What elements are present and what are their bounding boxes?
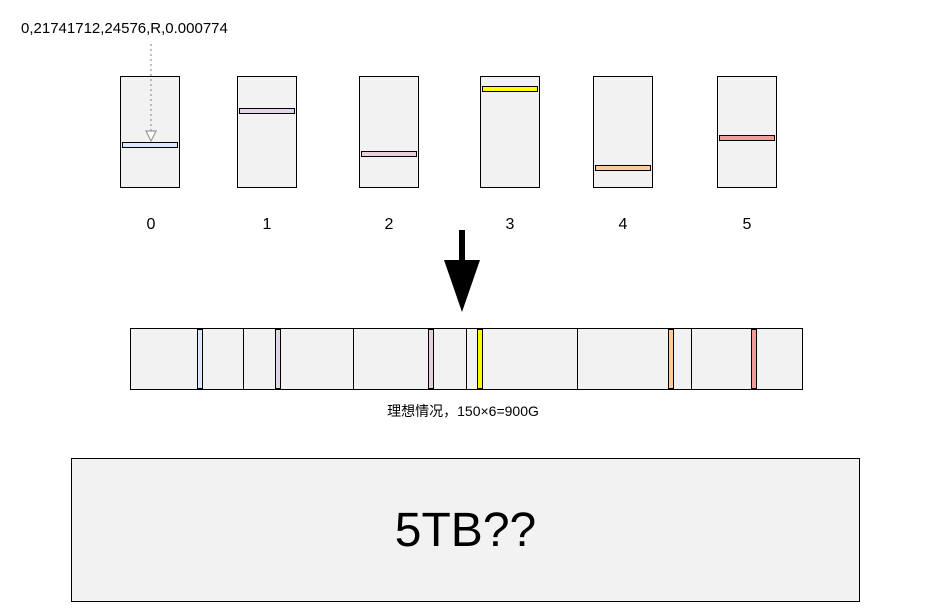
disk-1 xyxy=(237,76,297,188)
disk-2-band xyxy=(361,151,417,157)
segment-divider xyxy=(243,329,244,389)
merged-band-1 xyxy=(275,329,281,389)
merged-band-3 xyxy=(477,329,483,389)
total-capacity-box: 5TB?? xyxy=(71,458,860,602)
disk-4 xyxy=(593,76,653,188)
segment-divider xyxy=(353,329,354,389)
disk-label-0: 0 xyxy=(146,216,156,233)
disk-5-band xyxy=(719,135,775,141)
segment-divider xyxy=(466,329,467,389)
request-annotation: 0,21741712,24576,R,0.000774 xyxy=(21,20,228,37)
ideal-capacity-caption: 理想情况，150×6=900G xyxy=(387,403,539,419)
merged-band-5 xyxy=(751,329,757,389)
disk-label-3: 3 xyxy=(505,216,515,233)
segment-divider xyxy=(577,329,578,389)
merged-band-4 xyxy=(668,329,674,389)
disk-3-band xyxy=(482,86,538,92)
disk-label-5: 5 xyxy=(742,216,752,233)
disk-4-band xyxy=(595,165,651,171)
disk-1-band xyxy=(239,108,295,114)
disk-3 xyxy=(480,76,540,188)
merged-band-0 xyxy=(197,329,203,389)
disk-label-1: 1 xyxy=(262,216,272,233)
disk-label-4: 4 xyxy=(618,216,628,233)
disk-label-2: 2 xyxy=(384,216,394,233)
disk-5 xyxy=(717,76,777,188)
disk-2 xyxy=(359,76,419,188)
segment-divider xyxy=(691,329,692,389)
merged-stripe-bar xyxy=(130,328,803,390)
merged-band-2 xyxy=(428,329,434,389)
disk-0-band xyxy=(122,142,178,148)
dotted-pointer-arrowhead xyxy=(145,130,157,143)
total-capacity-label: 5TB?? xyxy=(394,503,537,557)
down-arrow-head xyxy=(444,260,480,312)
